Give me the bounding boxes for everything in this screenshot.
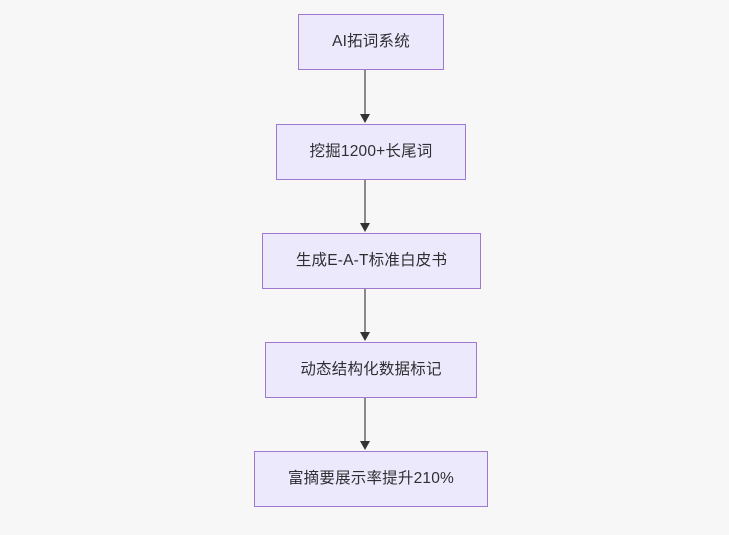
flow-node-structured-data-markup[interactable]: 动态结构化数据标记 xyxy=(265,342,477,398)
flow-edge-connector xyxy=(363,289,366,333)
flow-node-label: 动态结构化数据标记 xyxy=(300,360,442,378)
flow-node-ai-keyword-system[interactable]: AI拓词系统 xyxy=(298,14,444,70)
flow-edge-connector xyxy=(363,180,366,224)
flow-node-label: 挖掘1200+长尾词 xyxy=(309,142,433,160)
arrow-down-icon xyxy=(359,332,370,341)
arrow-down-icon xyxy=(359,114,370,123)
flow-node-label: 生成E-A-T标准白皮书 xyxy=(295,251,448,269)
flow-edge-connector xyxy=(363,70,366,115)
arrow-down-icon xyxy=(359,441,370,450)
flow-node-label: 富摘要展示率提升210% xyxy=(287,469,455,487)
flow-node-longtail-keywords[interactable]: 挖掘1200+长尾词 xyxy=(276,124,466,180)
flow-node-rich-snippet-result[interactable]: 富摘要展示率提升210% xyxy=(254,451,488,507)
flow-node-eat-whitepaper[interactable]: 生成E-A-T标准白皮书 xyxy=(262,233,481,289)
flow-edge-connector xyxy=(363,398,366,442)
arrow-down-icon xyxy=(359,223,370,232)
flow-node-label: AI拓词系统 xyxy=(332,32,410,50)
